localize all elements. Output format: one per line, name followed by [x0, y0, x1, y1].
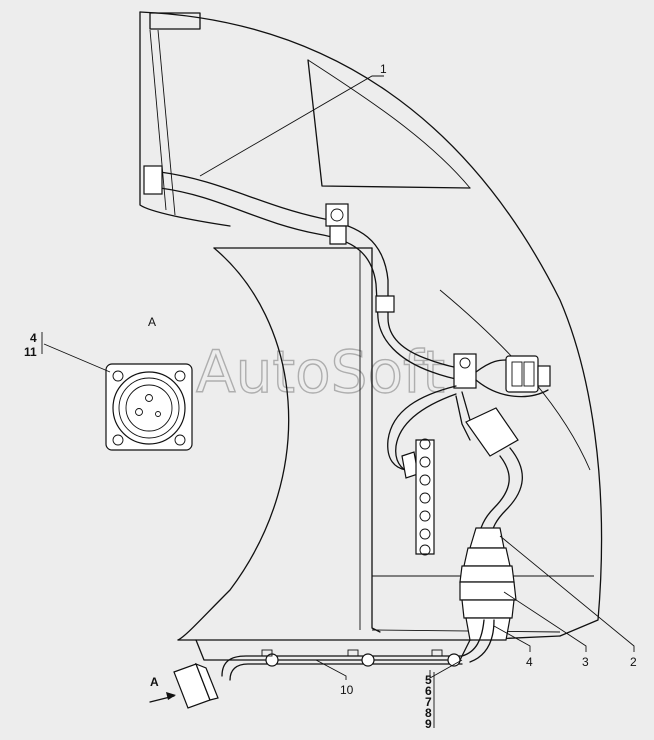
clamp-screw-junction [459, 357, 471, 369]
wire-to-relay-b [455, 395, 471, 441]
socket-pin-3 [155, 411, 161, 417]
socket-pin-1 [145, 394, 153, 402]
boot-cable-out-a [461, 619, 485, 657]
rubber-boot [459, 527, 517, 663]
cable-clip-tab-1 [261, 649, 273, 657]
boot-cable-out-b [469, 619, 495, 663]
watermark: AutoSoft [196, 338, 445, 406]
wiring-harness [143, 165, 551, 541]
wire-to-terminal-a [387, 385, 457, 471]
leader-10 [315, 659, 347, 680]
fender-housing [139, 11, 603, 661]
fender-inner-line-a [149, 29, 167, 211]
underfloor-cable [173, 649, 463, 709]
callout-1: 1 [380, 62, 387, 76]
socket-outer-ring [112, 371, 186, 445]
leader-lines [41, 75, 635, 728]
boot-rib-1 [463, 547, 511, 567]
wheel-arch-curve [177, 247, 290, 641]
underfloor-cable-lower [229, 663, 463, 681]
terminal-screw-3 [419, 474, 431, 486]
callout-2: 2 [630, 655, 637, 669]
socket-bolt-br [174, 434, 186, 446]
socket-bolt-tr [174, 370, 186, 382]
leader-3 [503, 591, 587, 652]
harness-clamp-junction [453, 353, 477, 389]
harness-clip-mid [375, 295, 395, 313]
leader-4-11 [43, 343, 111, 373]
underfloor-cable-upper [221, 655, 463, 677]
arrow-a-label: A [150, 675, 159, 689]
wire-to-terminal-b [395, 393, 457, 475]
leader-2 [499, 535, 635, 652]
harness-main-lower [159, 187, 471, 383]
callout-stack-bottom-2: 7 [425, 695, 432, 709]
boot-rib-3 [459, 581, 517, 601]
socket-bolt-bl [112, 434, 124, 446]
clamp-screw-top [330, 208, 344, 222]
terminal-screw-4 [419, 492, 431, 504]
terminal-screw-5 [419, 510, 431, 522]
fender-inner-line-b [157, 29, 176, 216]
view-arrow-head [166, 692, 176, 700]
terminal-screw-1 [419, 438, 431, 450]
leader-1 [199, 75, 384, 177]
boot-rib-4 [461, 599, 515, 619]
callout-4: 4 [526, 655, 533, 669]
view-a-label: A [148, 315, 156, 329]
callout-stack-top-1: 11 [24, 345, 37, 359]
callout-stack-bottom-3: 8 [425, 706, 432, 720]
callout-3: 3 [582, 655, 589, 669]
fender-top-slot [149, 12, 201, 30]
callout-stack-top-0: 4 [30, 331, 37, 345]
plug-connector-cap [537, 365, 551, 387]
fender-outer-curve [139, 11, 603, 637]
terminal-screw-2 [419, 456, 431, 468]
terminal-screw-6 [419, 528, 431, 540]
window-edge [307, 59, 471, 189]
view-a-socket-detail: A [105, 315, 193, 451]
panel-right-edge [371, 247, 381, 633]
callout-10: 10 [340, 683, 354, 697]
cable-clip-tab-3 [431, 649, 443, 657]
branch-loop [475, 379, 549, 398]
panel-bottom-line [371, 629, 561, 633]
clamp-band-top [329, 225, 347, 245]
socket-mid-ring [118, 377, 180, 439]
terminal-strip [415, 438, 435, 556]
relay-connector [465, 407, 519, 457]
boot-base [465, 617, 511, 641]
terminal-screw-7 [419, 544, 431, 556]
callout-stack-bottom-4: 9 [425, 717, 432, 731]
socket-pin-2 [135, 408, 143, 416]
boot-rib-2 [459, 565, 515, 583]
harness-clamp-top [325, 203, 349, 227]
leader-4 [493, 625, 531, 652]
callout-stack-bottom-1: 6 [425, 684, 432, 698]
leader-5-9 [429, 659, 463, 679]
plug-pin-block-b [523, 361, 535, 387]
under-floor-box [195, 639, 471, 661]
callout-stack-bottom-0: 5 [425, 673, 432, 687]
boot-top [469, 527, 505, 549]
trailer-socket-flange [194, 662, 219, 701]
callouts: 1 2 3 4 10 A 4 11 5 6 7 8 9 [24, 62, 637, 731]
plug-pin-block-a [511, 361, 523, 387]
harness-main-upper [159, 171, 471, 373]
cable-clip-tab-2 [347, 649, 359, 657]
fender-left-edge [139, 11, 231, 227]
socket-inner-ring [125, 384, 173, 432]
cable-to-boot-a [489, 447, 523, 541]
socket-bolt-tl [112, 370, 124, 382]
window-inner [307, 59, 471, 189]
harness-wall-grommet [143, 165, 163, 195]
cable-clip-2 [361, 653, 375, 667]
branch-to-connector [475, 359, 507, 373]
